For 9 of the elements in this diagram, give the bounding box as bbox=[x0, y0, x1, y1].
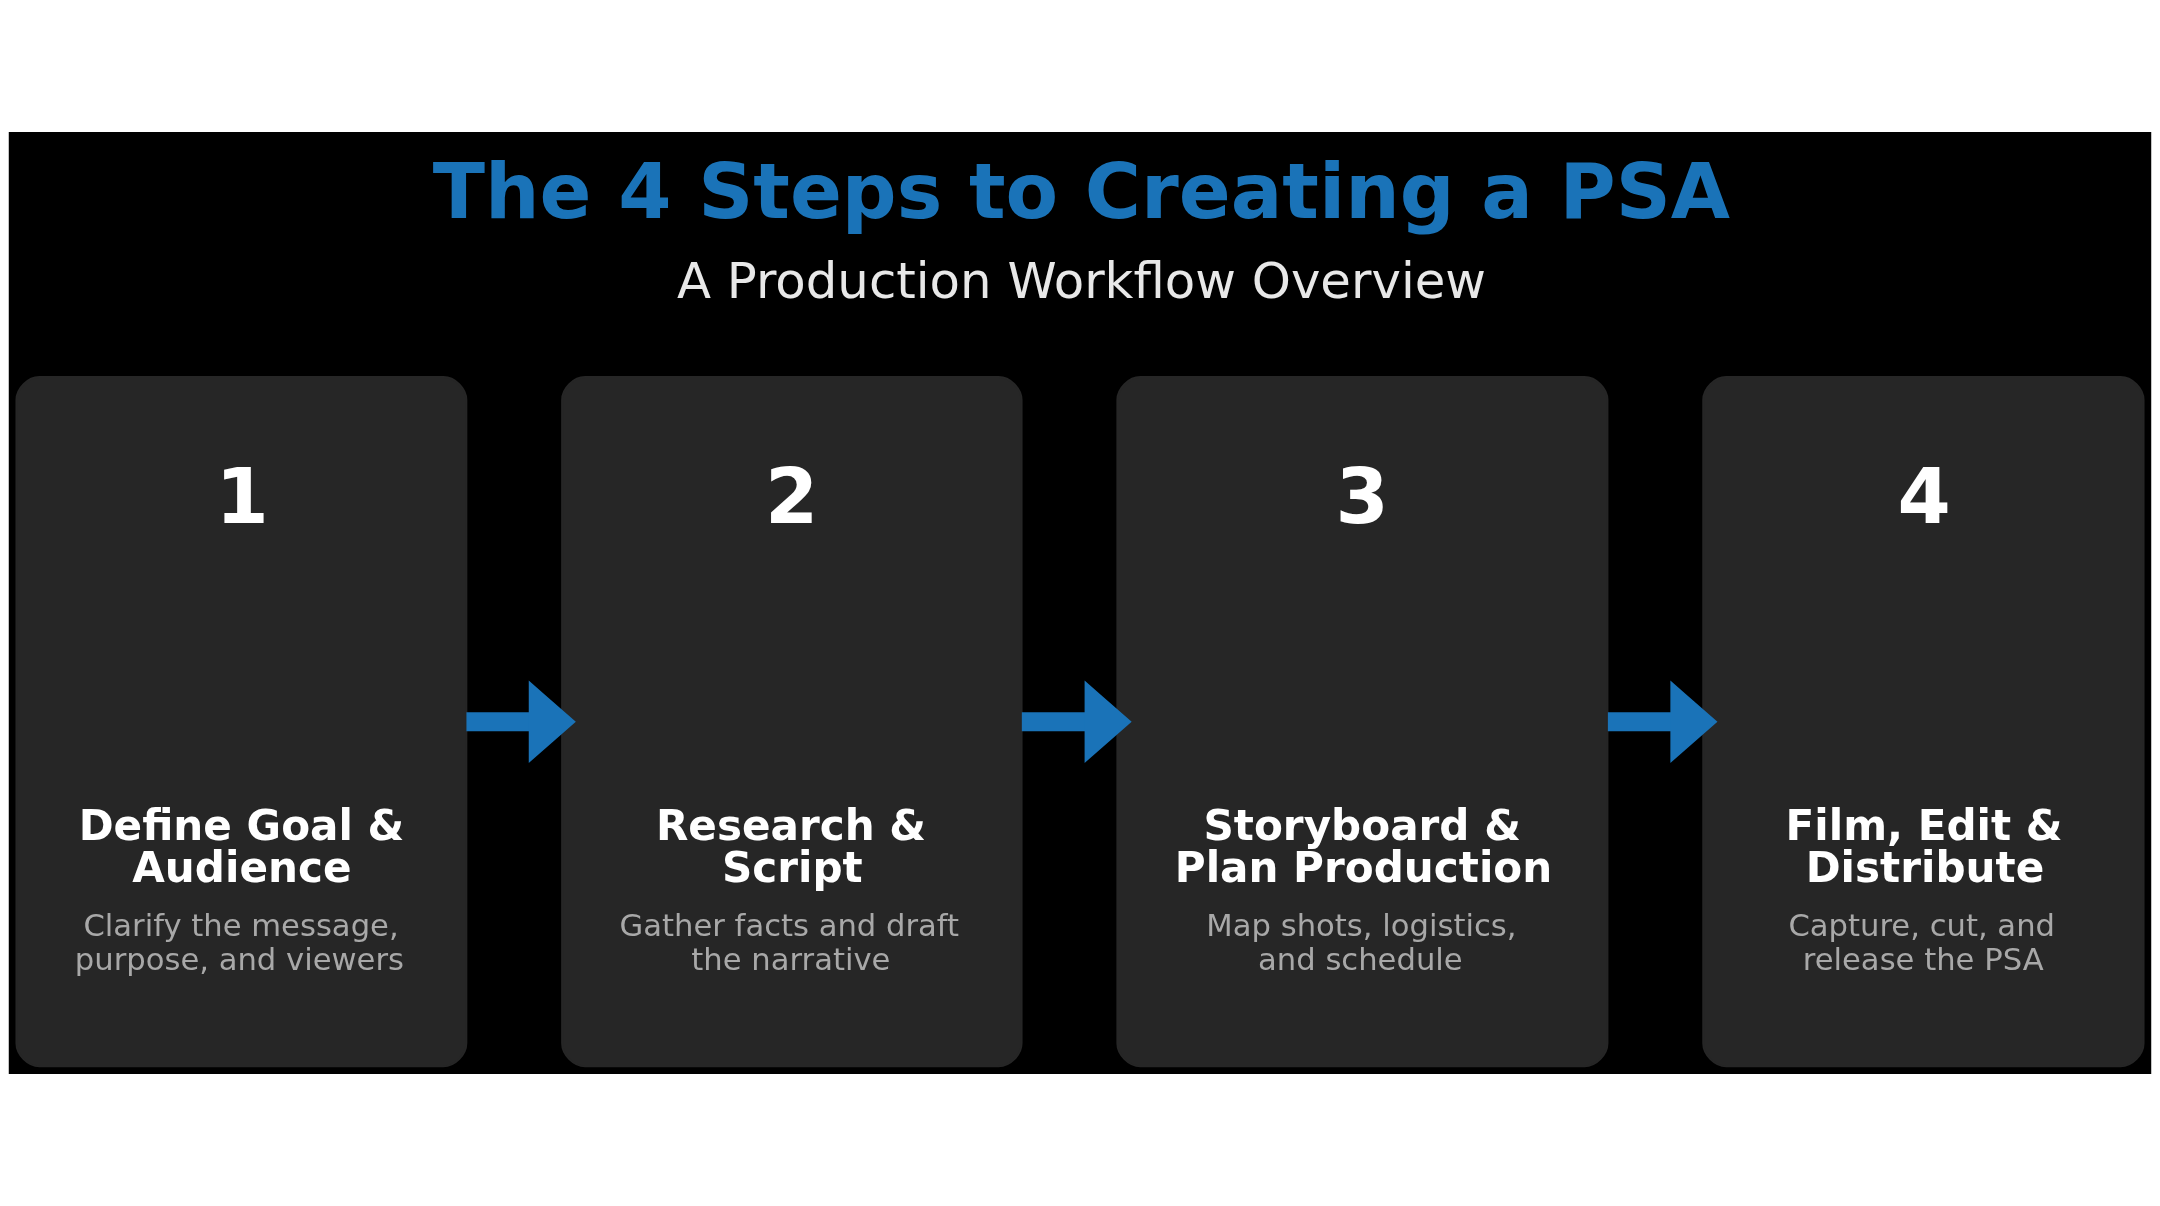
node-box: 1 Define Goal & Audience Clarify the message, purpose, and viewers bbox=[15, 376, 468, 1068]
arrow bbox=[1021, 680, 1132, 763]
diagram-title: The 4 Steps to Creating a PSA bbox=[432, 147, 1731, 237]
caption: A Production Workflow Overview bbox=[676, 252, 1487, 311]
node-box: 2 Research & Script Gather facts and draft the narrative bbox=[561, 376, 1023, 1068]
node-box: 4 Film, Edit & Distribute Capture, cut, and release the PSA bbox=[1702, 376, 2145, 1068]
node-box: 3 Storyboard & Plan Production Map shots, logistics, and schedule bbox=[1116, 376, 1609, 1068]
arrow bbox=[466, 680, 576, 763]
arrow bbox=[1607, 680, 1718, 763]
